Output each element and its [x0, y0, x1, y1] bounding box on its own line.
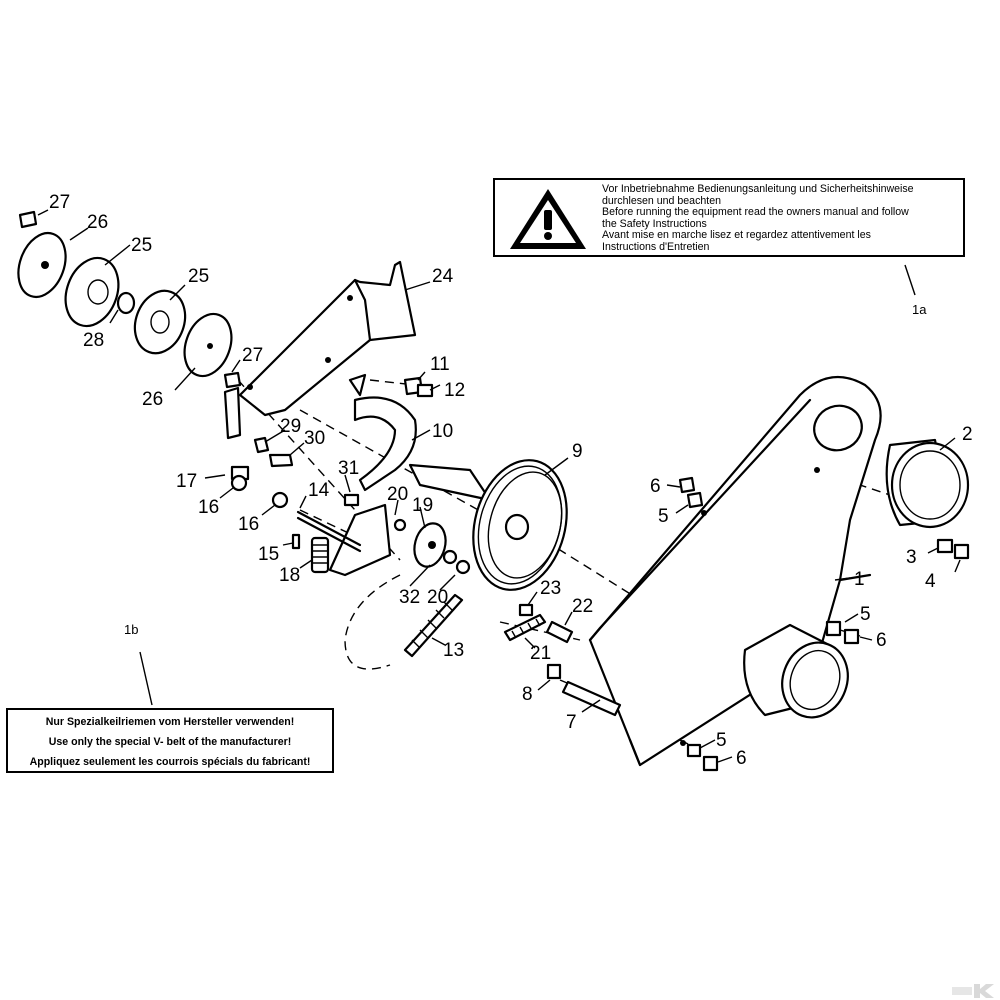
- callout-31: 31: [338, 458, 359, 479]
- warning-line-fr-2: Instructions d'Entretien: [602, 240, 710, 253]
- callout-2: 2: [962, 424, 973, 445]
- callout-7: 7: [566, 712, 577, 733]
- callout-25a: 25: [131, 235, 152, 256]
- belt-notice-line-fr: Appliquez seulement les courrois spécial…: [29, 756, 311, 768]
- callout-20b: 20: [427, 587, 448, 608]
- callout-25b: 25: [188, 266, 209, 287]
- callout-16a: 16: [198, 497, 219, 518]
- pulley-part-9: [408, 459, 568, 591]
- callout-21: 21: [530, 643, 551, 664]
- callout-6a: 6: [650, 476, 661, 497]
- belt-housing-part-1: [588, 375, 882, 767]
- warning-line-en-1: Before running the equipment read the ow…: [602, 206, 909, 219]
- callout-10: 10: [432, 421, 453, 442]
- callout-23: 23: [540, 578, 561, 599]
- cap-part-2: [885, 438, 970, 529]
- warning-line-en-2: the Safety Instructions: [602, 217, 707, 230]
- callout-1a: 1a: [912, 302, 927, 317]
- warning-line-fr-1: Avant mise en marche lisez et regardez a…: [602, 229, 871, 242]
- callout-13: 13: [443, 640, 464, 661]
- callout-26a: 26: [87, 212, 108, 233]
- safety-warning-decal: Vor Inbetriebnahme Bedienungsanleitung u…: [493, 178, 965, 257]
- callout-labels: 27 26 25 25 28 26 27 24 11 12 29 30 10 9…: [49, 192, 973, 769]
- callout-30: 30: [304, 428, 325, 449]
- callout-15: 15: [258, 544, 279, 565]
- callout-5a: 5: [658, 506, 669, 527]
- belt-notice-line-de: Nur Spezialkeilriemen vom Hersteller ver…: [45, 716, 295, 728]
- brand-logo-icon: [952, 984, 994, 998]
- callout-1b: 1b: [124, 622, 138, 637]
- belt-and-springs: [344, 574, 622, 717]
- callout-11: 11: [430, 354, 450, 375]
- warning-line-de-1: Vor Inbetriebnahme Bedienungsanleitung u…: [602, 183, 914, 195]
- callout-24: 24: [432, 266, 454, 287]
- callout-32: 32: [399, 587, 420, 608]
- belt-notice-line-en: Use only the special V- belt of the manu…: [48, 736, 292, 748]
- callout-17: 17: [176, 471, 197, 492]
- callout-4: 4: [925, 571, 936, 592]
- warning-line-de-2: durchlesen und beachten: [602, 194, 721, 207]
- leader-lines: [37, 209, 961, 763]
- callout-6b: 6: [876, 630, 887, 651]
- callout-9: 9: [572, 441, 583, 462]
- callout-6c: 6: [736, 748, 747, 769]
- guard-part-10: [348, 373, 417, 492]
- callout-20a: 20: [387, 484, 408, 505]
- callout-5c: 5: [716, 730, 727, 751]
- callout-22: 22: [572, 596, 593, 617]
- callout-19: 19: [412, 495, 433, 516]
- callout-29: 29: [280, 416, 301, 437]
- callout-3: 3: [906, 547, 917, 568]
- bracket-part-24: [223, 260, 417, 440]
- v-belt-notice-decal: Nur Spezialkeilriemen vom Hersteller ver…: [6, 708, 334, 773]
- warning-exclamation-icon: [510, 189, 586, 249]
- callout-14: 14: [308, 480, 330, 501]
- callout-26b: 26: [142, 389, 163, 410]
- callout-5b: 5: [860, 604, 871, 625]
- callout-27b: 27: [242, 345, 263, 366]
- warning-text: Vor Inbetriebnahme Bedienungsanleitung u…: [602, 183, 962, 254]
- callout-1: 1: [854, 569, 865, 590]
- callout-12: 12: [444, 380, 465, 401]
- callout-27a: 27: [49, 192, 70, 213]
- callout-8: 8: [522, 684, 533, 705]
- tensioner-assembly: [230, 376, 471, 577]
- callout-16b: 16: [238, 514, 259, 535]
- callout-18: 18: [279, 565, 300, 586]
- callout-28: 28: [83, 330, 104, 351]
- hub-assembly: [17, 210, 242, 389]
